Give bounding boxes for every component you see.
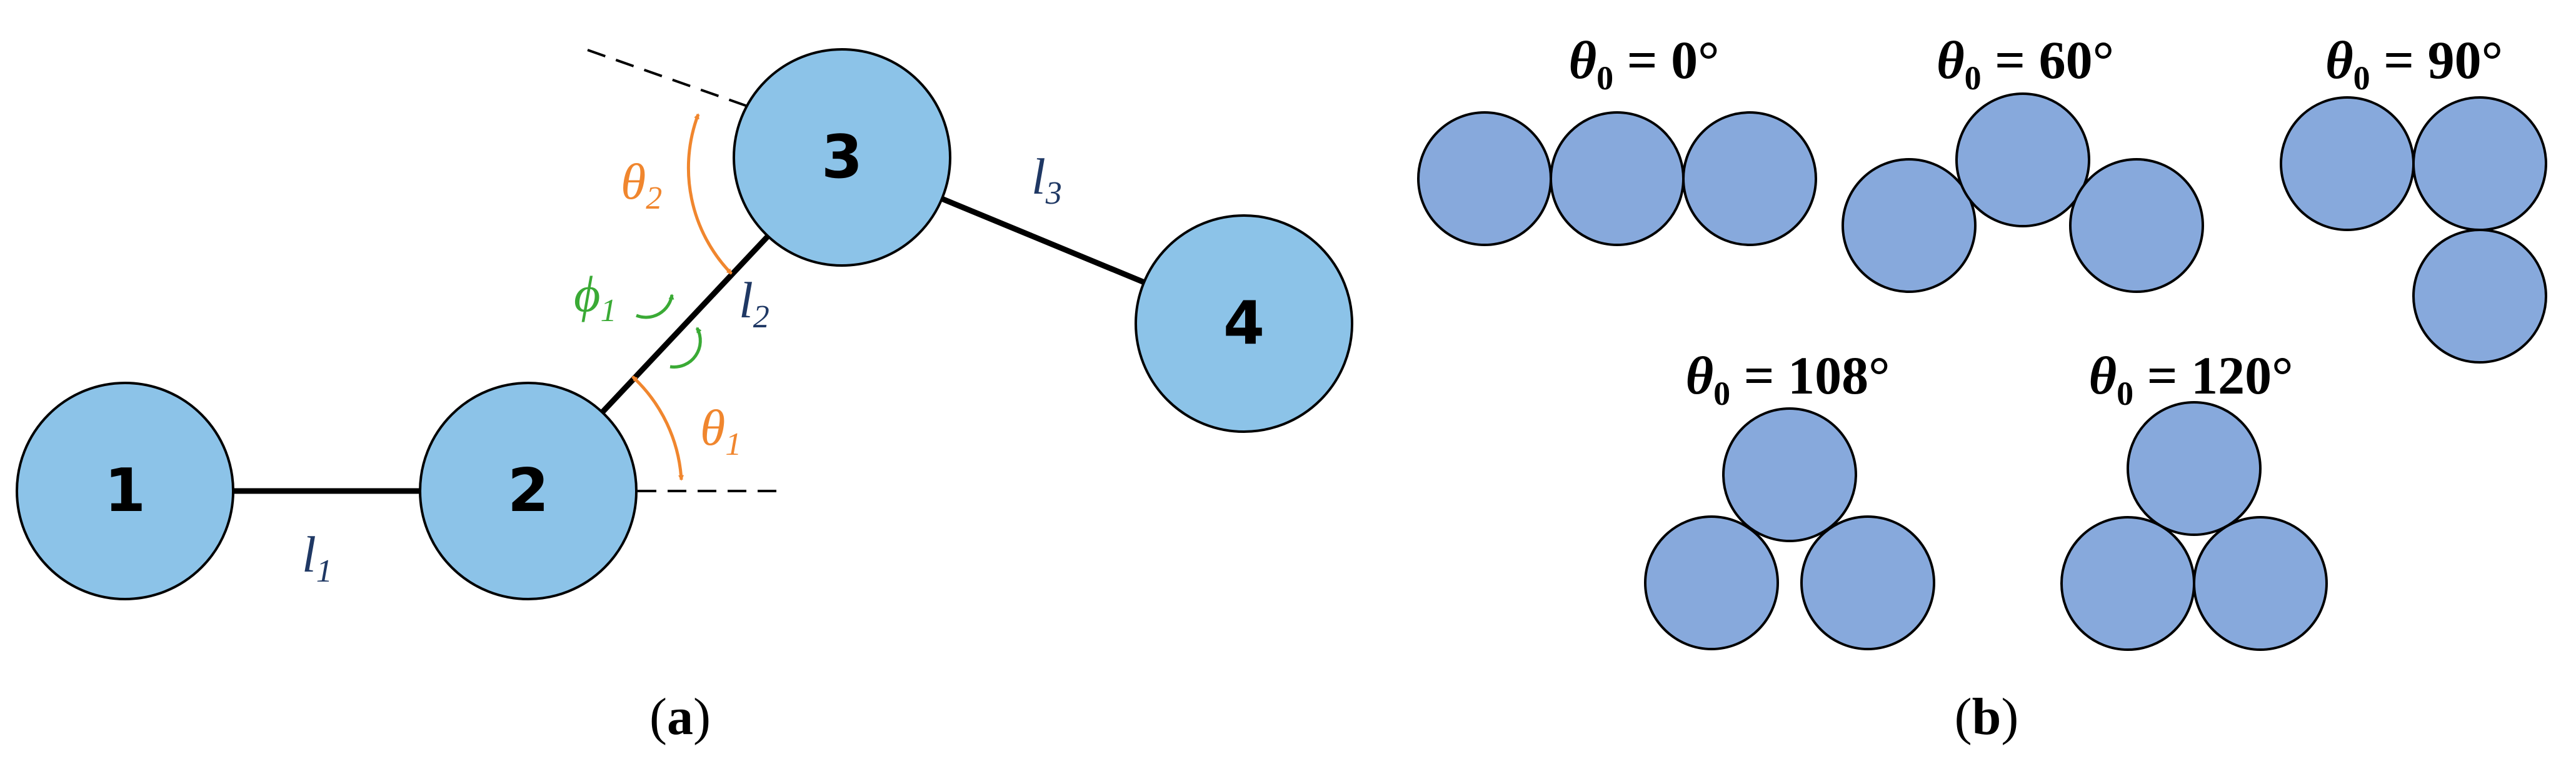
- node-2-circle: [419, 382, 638, 600]
- config-90deg-title-rest: = 90°: [2370, 30, 2503, 90]
- config-120deg-bead-2: [2060, 516, 2195, 651]
- angle-label-theta2-sym: θ: [621, 153, 646, 210]
- config-0deg-title-sym: θ: [1568, 30, 1596, 90]
- config-108deg: θ0 = 108°: [1644, 345, 1935, 650]
- node-1-circle: [16, 382, 234, 600]
- node-1-label: 1: [104, 457, 146, 525]
- config-90deg-bead-1: [2280, 96, 2415, 231]
- config-90deg-bead-2: [2412, 96, 2547, 231]
- angle-label-theta1-sub: 1: [725, 427, 741, 462]
- theta1-arc: [631, 375, 684, 481]
- angle-label-theta2-sub: 2: [646, 181, 662, 216]
- bond-label-l2-sub: 2: [753, 299, 769, 335]
- config-108deg-bead-3: [1800, 515, 1935, 650]
- bond-label-l1: l1: [302, 526, 333, 589]
- config-60deg-title-sym: θ: [1937, 30, 1965, 90]
- config-120deg-title-sub: 0: [2117, 375, 2133, 412]
- caption-a-open: (: [649, 688, 667, 746]
- config-120deg-title-rest: = 120°: [2133, 345, 2293, 405]
- angle-label-theta1: θ1: [700, 399, 741, 462]
- dihedral-label-phi1-sub: 1: [600, 293, 616, 329]
- dihedral-label-phi1: ϕ1: [574, 265, 616, 329]
- config-120deg-title-sym: θ: [2088, 345, 2117, 405]
- config-0deg-bead-2: [1550, 111, 1685, 246]
- angle-label-theta2: θ2: [621, 153, 662, 216]
- caption-b-close: ): [2001, 688, 2018, 746]
- config-108deg-title-rest: = 108°: [1730, 345, 1890, 405]
- config-60deg-title-rest: = 60°: [1982, 30, 2114, 90]
- config-90deg: θ0 = 90°: [2280, 30, 2547, 364]
- config-108deg-title-sub: 0: [1713, 375, 1730, 412]
- config-0deg-title-rest: = 0°: [1613, 30, 1719, 90]
- bond-label-l1-sub: 1: [316, 553, 333, 589]
- node-3-label: 3: [821, 123, 863, 192]
- node-3: 3: [733, 48, 951, 267]
- config-90deg-title-sym: θ: [2325, 30, 2353, 90]
- dihedral-label-phi1-sym: ϕ: [574, 265, 600, 322]
- caption-a: (a): [649, 688, 711, 746]
- config-60deg: θ0 = 60°: [1842, 30, 2204, 293]
- config-90deg-bead-3: [2412, 229, 2547, 364]
- caption-a-letter: a: [667, 688, 693, 746]
- config-0deg: θ0 = 0°: [1417, 30, 1817, 246]
- config-90deg-title-sub: 0: [2353, 59, 2370, 97]
- caption-a-close: ): [693, 688, 711, 746]
- phi1-arc-upper: [636, 294, 674, 319]
- config-120deg-bead-3: [2193, 516, 2328, 651]
- config-0deg-bead-3: [1682, 111, 1817, 246]
- bond-label-l1-sym: l: [302, 526, 316, 583]
- config-120deg: θ0 = 120°: [2060, 345, 2328, 651]
- phi1-arc-lower: [669, 327, 702, 369]
- config-60deg-title: θ0 = 60°: [1937, 30, 2114, 97]
- reference-line-extended: [587, 49, 757, 111]
- config-60deg-bead-2: [1955, 92, 2090, 227]
- node-2: 2: [419, 382, 638, 600]
- node-4: 4: [1135, 214, 1353, 433]
- bond-label-l3: l3: [1031, 148, 1062, 211]
- config-108deg-bead-2: [1644, 515, 1779, 650]
- bond-label-l3-sym: l: [1031, 148, 1046, 205]
- node-3-circle: [733, 48, 951, 267]
- config-60deg-bead-3: [2069, 158, 2204, 293]
- panel-b: θ0 = 0° θ0 = 60° θ0 = 90°: [1417, 30, 2547, 746]
- config-0deg-bead-1: [1417, 111, 1552, 246]
- config-60deg-title-sub: 0: [1965, 59, 1982, 97]
- caption-b: (b): [1955, 688, 2019, 746]
- angle-label-theta1-sym: θ: [700, 399, 725, 456]
- config-0deg-title: θ0 = 0°: [1568, 30, 1719, 97]
- caption-b-open: (: [1955, 688, 1972, 746]
- bond-label-l2: l2: [739, 272, 769, 335]
- node-4-circle: [1135, 214, 1353, 433]
- bond-label-l3-sub: 3: [1045, 176, 1062, 211]
- config-60deg-bead-1: [1842, 158, 1977, 293]
- bond-label-l2-sym: l: [739, 272, 753, 329]
- node-2-label: 2: [508, 457, 549, 525]
- config-120deg-title: θ0 = 120°: [2088, 345, 2293, 412]
- node-1: 1: [16, 382, 234, 600]
- caption-b-letter: b: [1972, 688, 2002, 746]
- node-4-label: 4: [1223, 289, 1265, 358]
- config-90deg-title: θ0 = 90°: [2325, 30, 2503, 97]
- theta2-arc: [686, 113, 733, 275]
- config-108deg-title: θ0 = 108°: [1685, 345, 1890, 412]
- config-0deg-title-sub: 0: [1596, 59, 1613, 97]
- panel-a: 1 2 3 4 l1 l2 l3 θ1 θ2: [16, 48, 1353, 746]
- config-108deg-title-sym: θ: [1685, 345, 1713, 405]
- config-108deg-bead-1: [1722, 407, 1857, 542]
- config-120deg-bead-1: [2127, 401, 2262, 536]
